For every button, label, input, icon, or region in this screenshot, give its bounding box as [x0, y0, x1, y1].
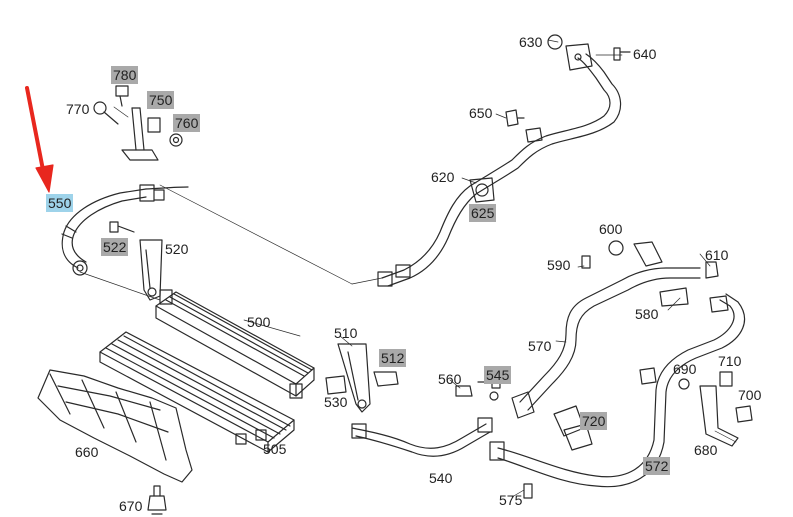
air-shroud-660-drawing — [37, 369, 193, 483]
callout-505[interactable]: 505 — [263, 441, 287, 457]
callout-650[interactable]: 650 — [469, 105, 493, 121]
callout-710[interactable]: 710 — [718, 353, 742, 369]
bracket-750-drawing — [93, 85, 183, 161]
hose-550-drawing — [61, 184, 189, 276]
bracket-520-drawing — [109, 221, 163, 301]
callout-500[interactable]: 500 — [247, 314, 271, 330]
callout-560[interactable]: 560 — [438, 371, 462, 387]
hose-620-drawing — [377, 34, 631, 287]
brackets-680-720-drawing — [523, 371, 753, 499]
callout-700[interactable]: 700 — [738, 387, 762, 403]
callout-780[interactable]: 780 — [111, 66, 139, 84]
leader-lines — [79, 39, 737, 498]
callout-600[interactable]: 600 — [599, 221, 623, 237]
callout-620[interactable]: 620 — [431, 169, 455, 185]
callout-760[interactable]: 760 — [173, 114, 201, 132]
hose-572-drawing — [489, 293, 746, 488]
callout-660[interactable]: 660 — [75, 444, 99, 460]
hose-570-drawing — [511, 240, 719, 419]
callout-530[interactable]: 530 — [324, 394, 348, 410]
callout-640[interactable]: 640 — [633, 46, 657, 62]
callout-572[interactable]: 572 — [643, 457, 671, 475]
callout-590[interactable]: 590 — [547, 257, 571, 273]
callout-510[interactable]: 510 — [334, 325, 358, 341]
callout-545[interactable]: 545 — [484, 366, 512, 384]
callout-540[interactable]: 540 — [429, 470, 453, 486]
callout-580[interactable]: 580 — [635, 306, 659, 322]
callout-512[interactable]: 512 — [379, 349, 407, 367]
callout-670[interactable]: 670 — [119, 498, 143, 514]
callout-575[interactable]: 575 — [499, 492, 523, 508]
callout-610[interactable]: 610 — [705, 247, 729, 263]
callout-550[interactable]: 550 — [46, 194, 74, 212]
callout-520[interactable]: 520 — [165, 241, 189, 257]
bracket-510-drawing — [325, 343, 399, 413]
callout-630[interactable]: 630 — [519, 34, 543, 50]
bolt-670-drawing — [147, 485, 167, 515]
callout-625[interactable]: 625 — [469, 204, 497, 222]
oil-cooler-500-drawing — [155, 289, 315, 399]
callout-690[interactable]: 690 — [673, 361, 697, 377]
callout-770[interactable]: 770 — [66, 101, 90, 117]
callout-680[interactable]: 680 — [694, 442, 718, 458]
callout-570[interactable]: 570 — [528, 338, 552, 354]
selection-arrow-icon — [25, 86, 54, 193]
callout-720[interactable]: 720 — [580, 412, 608, 430]
callout-522[interactable]: 522 — [101, 238, 129, 256]
radiator-505-drawing — [99, 331, 295, 453]
hose-540-drawing — [351, 417, 493, 457]
callout-750[interactable]: 750 — [147, 91, 175, 109]
